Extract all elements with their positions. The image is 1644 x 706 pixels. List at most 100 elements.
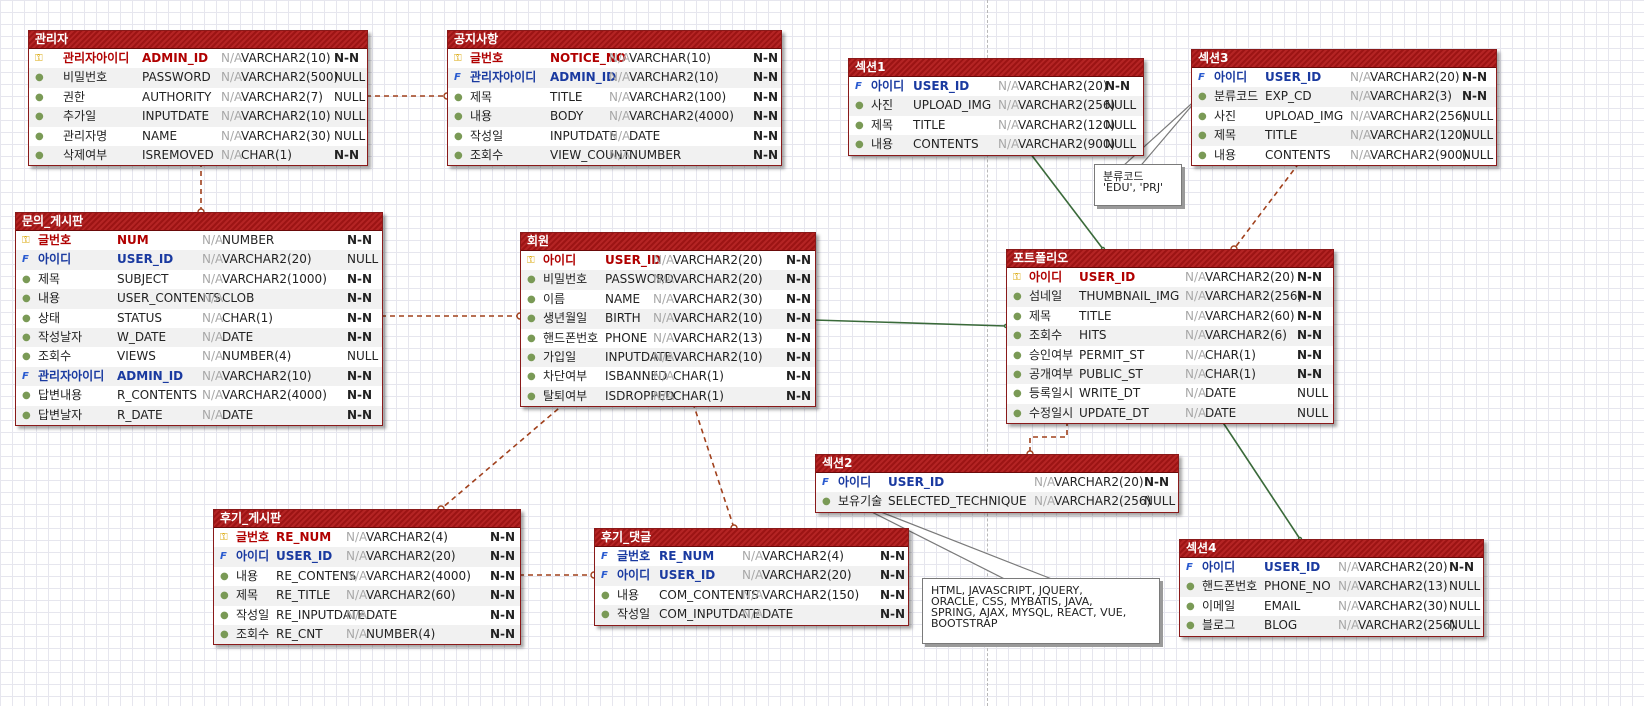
entity-title[interactable]: 포트폴리오 bbox=[1007, 250, 1333, 268]
physical-name: UPLOAD_IMG bbox=[913, 98, 992, 113]
note-code[interactable]: 분류코드 'EDU', 'PRJ' bbox=[1094, 164, 1182, 206]
entity-title[interactable]: 섹션1 bbox=[849, 59, 1143, 77]
entity-title[interactable]: 관리자 bbox=[29, 31, 367, 49]
physical-name: INPUTDATE bbox=[605, 349, 673, 364]
entity-title[interactable]: 회원 bbox=[521, 233, 815, 251]
logical-name: 글번호 bbox=[38, 233, 72, 247]
column-icon: ● bbox=[527, 332, 536, 344]
entity-title[interactable]: 후기_댓글 bbox=[595, 529, 908, 547]
logical-name: 섬네일 bbox=[1029, 289, 1063, 304]
physical-name: SELECTED_TECHNIQUE bbox=[888, 494, 1027, 509]
entity-title[interactable]: 섹션4 bbox=[1180, 540, 1483, 558]
nullability: N-N bbox=[753, 128, 779, 143]
column-icon: ● bbox=[35, 149, 44, 161]
entity-title[interactable]: 후기_게시판 bbox=[214, 510, 520, 528]
column-icon: ● bbox=[1198, 149, 1207, 161]
domain-na: N/A bbox=[609, 128, 631, 143]
entity-title[interactable]: 섹션2 bbox=[816, 455, 1178, 473]
foreign-key-icon: F bbox=[601, 551, 608, 562]
note-tech[interactable]: HTML, JAVASCRIPT, JQUERY, ORACLE, CSS, M… bbox=[922, 578, 1160, 644]
nullability: NULL bbox=[347, 349, 379, 364]
entity-title[interactable]: 공지사항 bbox=[448, 31, 781, 49]
entity-title[interactable]: 문의_게시판 bbox=[16, 213, 382, 231]
entity-title[interactable]: 섹션3 bbox=[1192, 50, 1496, 68]
foreign-key-icon: F bbox=[822, 477, 829, 488]
